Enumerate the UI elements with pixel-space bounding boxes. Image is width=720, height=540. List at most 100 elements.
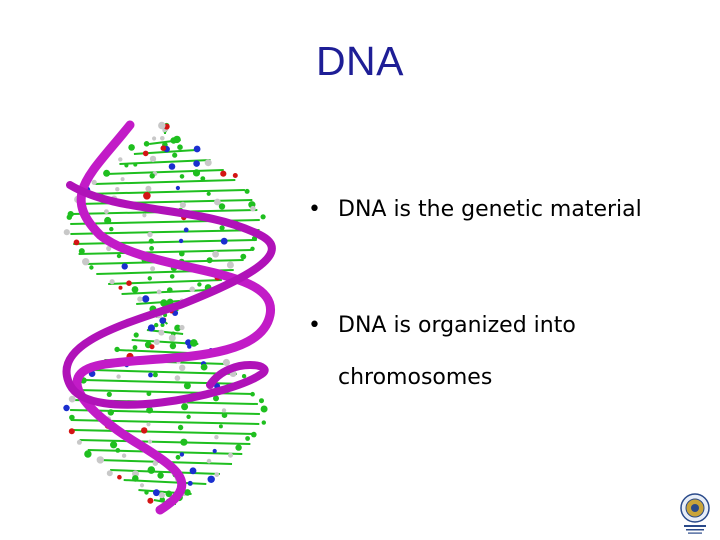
atom xyxy=(147,324,155,332)
atom xyxy=(68,395,76,403)
atom xyxy=(226,261,234,269)
bullet-text: DNA is organized into chromosomes xyxy=(338,313,576,390)
atom xyxy=(183,382,191,390)
atom xyxy=(146,422,151,427)
atom xyxy=(193,160,200,167)
atom xyxy=(168,163,176,170)
atom xyxy=(206,257,213,264)
base-pair-bond xyxy=(108,279,222,285)
atom xyxy=(139,483,145,488)
atom xyxy=(232,173,238,178)
atom xyxy=(115,448,121,453)
atom xyxy=(147,231,153,238)
atom xyxy=(149,246,154,251)
atom xyxy=(78,248,85,255)
atom xyxy=(142,150,149,157)
atom xyxy=(153,339,160,345)
atom xyxy=(207,475,215,483)
atom xyxy=(154,322,159,328)
atom xyxy=(169,274,175,279)
atom xyxy=(144,490,149,495)
atom xyxy=(167,287,173,293)
atom xyxy=(187,480,193,486)
atom xyxy=(260,405,268,413)
atom xyxy=(177,424,184,431)
atom xyxy=(106,391,112,397)
atom xyxy=(128,144,135,151)
atom xyxy=(132,345,138,350)
atom xyxy=(214,472,220,477)
atom xyxy=(118,285,123,290)
base-pair-bond xyxy=(79,439,251,445)
atom xyxy=(116,374,121,379)
atom xyxy=(181,403,189,411)
atom xyxy=(172,152,178,158)
atom xyxy=(147,466,156,474)
atom xyxy=(107,409,115,416)
atom xyxy=(218,203,226,210)
atom xyxy=(148,238,154,244)
atom xyxy=(170,137,177,144)
atom xyxy=(200,363,208,371)
atom xyxy=(218,424,223,429)
atom xyxy=(259,398,264,404)
atom xyxy=(221,412,228,419)
atom xyxy=(245,436,251,441)
atom xyxy=(115,187,120,192)
atom xyxy=(137,296,143,302)
atom xyxy=(109,279,115,285)
atom xyxy=(117,474,122,480)
atom xyxy=(185,339,192,346)
atom xyxy=(121,263,128,270)
atom xyxy=(126,280,132,286)
atom xyxy=(121,453,127,458)
atom xyxy=(142,295,150,303)
atom xyxy=(250,391,255,397)
atom xyxy=(214,198,221,206)
atom xyxy=(147,497,154,504)
atom xyxy=(183,227,189,233)
atom xyxy=(120,177,125,182)
atom xyxy=(118,157,123,162)
atom xyxy=(174,324,182,332)
helix-backbone-strand-1 xyxy=(72,120,275,515)
base-pair-bond xyxy=(110,469,220,475)
base-pair-bond xyxy=(94,179,236,185)
atom xyxy=(159,317,166,324)
atom xyxy=(146,406,153,414)
atom xyxy=(250,246,255,251)
base-pair-bond xyxy=(70,409,260,415)
atom xyxy=(219,225,225,231)
atom xyxy=(157,472,164,479)
atom xyxy=(177,144,183,150)
atom xyxy=(160,145,167,151)
atom xyxy=(147,439,153,444)
atom xyxy=(143,192,151,200)
atom xyxy=(76,439,82,445)
atom xyxy=(152,136,157,141)
atom xyxy=(159,497,165,503)
atom xyxy=(220,237,228,245)
base-pair-bond xyxy=(73,429,257,435)
atom xyxy=(206,458,212,464)
atom xyxy=(220,170,227,177)
atom xyxy=(200,176,206,181)
atom xyxy=(153,489,160,497)
bullet-symbol: • xyxy=(308,197,321,222)
base-pair-bond xyxy=(83,379,247,385)
atom xyxy=(104,209,109,214)
atom xyxy=(66,214,72,220)
bullet-text: DNA is the genetic material xyxy=(338,197,642,222)
atom xyxy=(250,205,256,212)
base-pair-bond xyxy=(87,449,243,455)
atom xyxy=(251,431,257,438)
bullet-symbol: • xyxy=(308,313,321,338)
atom xyxy=(149,173,155,179)
atom xyxy=(147,276,152,281)
atom xyxy=(260,214,266,220)
atom xyxy=(180,438,188,446)
atom xyxy=(131,286,139,293)
atom xyxy=(206,191,211,196)
atom xyxy=(179,201,186,208)
